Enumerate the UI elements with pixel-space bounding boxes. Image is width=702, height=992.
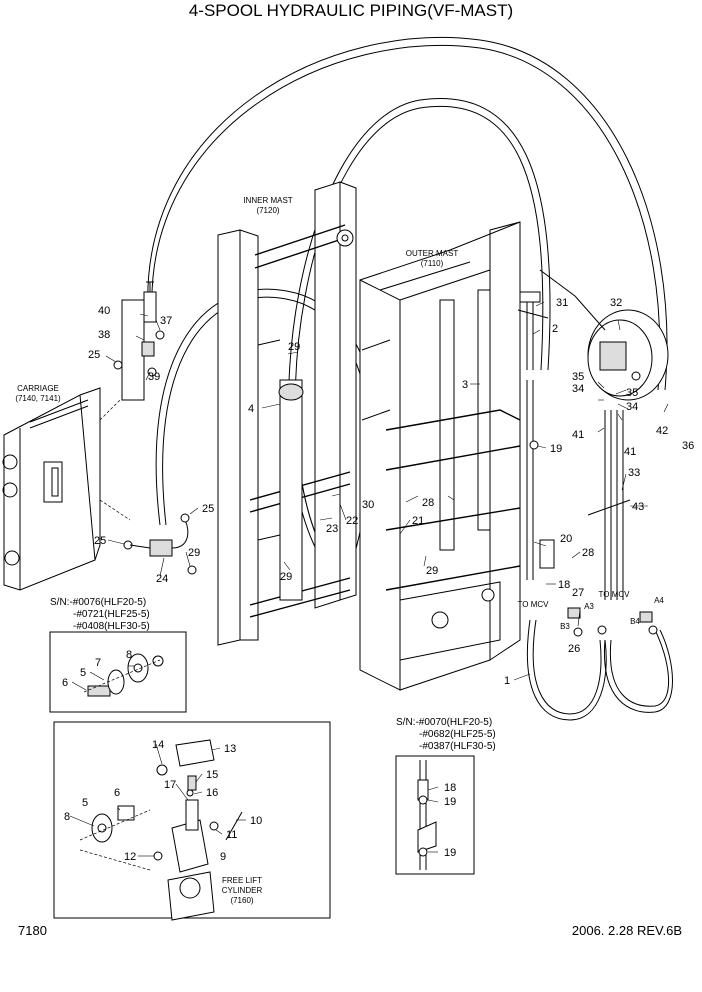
carriage-label: CARRIAGE [17,384,59,393]
callout-27: 27 [572,587,584,599]
callout-25b: 25 [94,535,106,547]
callout-13: 13 [224,743,236,755]
callout-16: 16 [206,787,218,799]
callout-19: 19 [550,443,562,455]
callout-5b: 5 [82,797,88,809]
sn-note-left-1: S/N:-#0076(HLF20-5) [50,597,146,608]
callout-28b: 28 [582,547,594,559]
callout-33: 33 [628,467,640,479]
port-a3-label: A3 [584,602,594,611]
callout-29b: 29 [188,547,200,559]
sn-note-right-3: -#0387(HLF30-5) [419,741,496,752]
callout-18b: 18 [444,782,456,794]
callout-2: 2 [552,323,558,335]
free-lift-ref: (7160) [230,896,253,905]
sn-note-right-1: S/N:-#0070(HLF20-5) [396,717,492,728]
to-mcv-label-1: TO MCV [518,600,550,609]
callout-31: 31 [556,297,568,309]
rigid-pipes [517,291,631,600]
revision-date: 2006. 2.28 REV.6B [572,923,682,938]
carriage [2,299,145,591]
port-b4-label: B4 [630,617,640,626]
callout-18: 18 [558,579,570,591]
callout-34: 34 [572,383,584,395]
callout-36: 36 [682,440,694,452]
free-lift-label-1: FREE LIFT [222,876,262,885]
callout-40: 40 [98,305,110,317]
sn-note-right-2: -#0682(HLF25-5) [419,729,496,740]
callout-12: 12 [124,851,136,863]
callout-numbers: 1 2 3 4 5 6 7 8 9 10 11 12 13 14 15 16 1… [62,297,694,863]
detail-box-pulley [49,631,187,713]
lower-hoses [526,607,673,721]
outer-mast-ref: (7110) [421,259,444,268]
callout-35: 35 [572,371,584,383]
callout-14: 14 [152,739,164,751]
callout-41: 41 [572,429,584,441]
callout-35b: 35 [626,387,638,399]
callout-25: 25 [88,349,100,361]
callout-11: 11 [226,829,237,841]
callout-19c: 19 [444,847,456,859]
page-number: 7180 [18,923,47,938]
sn-note-left-3: -#0408(HLF30-5) [73,621,150,632]
callout-29: 29 [288,341,300,353]
callout-20: 20 [560,533,572,545]
callout-38: 38 [98,329,110,341]
inner-mast-ref: (7120) [256,206,279,215]
callout-8: 8 [126,649,132,661]
callout-6: 6 [62,677,68,689]
callout-3: 3 [462,379,468,391]
inner-mast [217,181,357,646]
inner-mast-label: INNER MAST [243,196,292,205]
outer-mast [359,221,521,691]
callout-29d: 29 [426,565,438,577]
sn-note-left-2: -#0721(HLF25-5) [73,609,150,620]
callout-32: 32 [610,297,622,309]
callout-41b: 41 [624,446,636,458]
leader-lines [69,301,669,857]
detail-box-pipe-clamp [395,755,475,875]
callout-29c: 29 [280,571,292,583]
port-a4-label: A4 [654,596,664,605]
port-b3-label: B3 [560,622,570,631]
callout-28: 28 [422,497,434,509]
callout-19b: 19 [444,796,456,808]
callout-4: 4 [248,403,254,415]
callout-22: 22 [346,515,358,527]
callout-6b: 6 [114,787,120,799]
callout-8b: 8 [64,811,70,823]
callout-42: 42 [656,425,668,437]
callout-26: 26 [568,643,580,655]
free-lift-label-2: CYLINDER [222,886,263,895]
callout-43: 43 [632,501,644,513]
callout-39: 39 [148,371,160,383]
carriage-ref: (7140, 7141) [15,394,61,403]
callout-15: 15 [206,769,218,781]
callout-23: 23 [326,523,338,535]
to-mcv-label-2: TO MCV [599,590,631,599]
callout-7: 7 [95,657,101,669]
callout-5: 5 [80,667,86,679]
hose-reel [539,269,669,401]
callout-10: 10 [250,815,262,827]
diagram-title: 4-SPOOL HYDRAULIC PIPING(VF-MAST) [189,1,513,20]
callout-37: 37 [160,315,172,327]
callout-34b: 34 [626,401,638,413]
callout-9: 9 [220,851,226,863]
callout-24: 24 [156,573,168,585]
carriage-fittings [113,281,197,575]
callout-17: 17 [164,779,176,791]
outer-mast-label: OUTER MAST [406,249,459,258]
callout-1: 1 [504,675,510,687]
detail-box-free-lift [53,721,331,921]
callout-30: 30 [362,499,374,511]
callout-25c: 25 [202,503,214,515]
callout-21: 21 [412,515,424,527]
